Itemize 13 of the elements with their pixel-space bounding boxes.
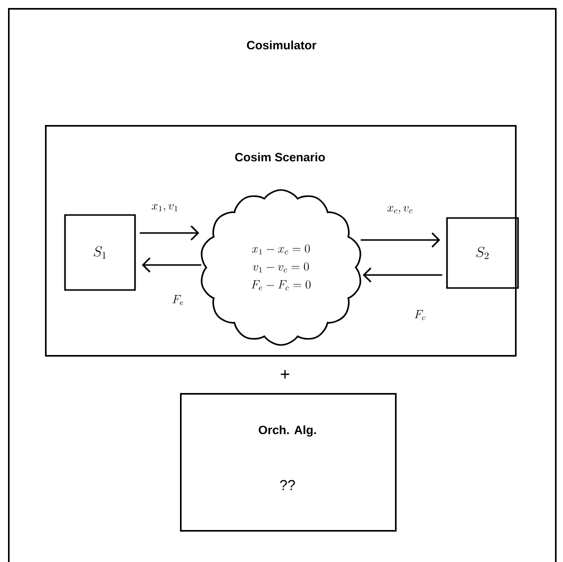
equation-cloud: $x_1 - x_c = 0$ $v_1 - v_c = 0$ $F_e - F_c = 0$	[200, 189, 362, 346]
arrow	[140, 225, 200, 241]
plus-sign: +	[280, 370, 290, 378]
simulator-box: $S_1$	[64, 214, 136, 291]
algorithm-box: Orch. Alg. ??	[180, 393, 397, 532]
edge-label: $F_e$	[172, 295, 184, 306]
edge-label: $x_1, v_1$	[152, 204, 178, 212]
arrow	[360, 232, 440, 248]
edge-label: $x_c, v_c$	[387, 206, 412, 214]
arrow	[142, 257, 202, 273]
arrow	[362, 267, 442, 283]
simulator-box: $S_2$	[446, 217, 519, 289]
edge-label: $F_c$	[414, 310, 426, 320]
